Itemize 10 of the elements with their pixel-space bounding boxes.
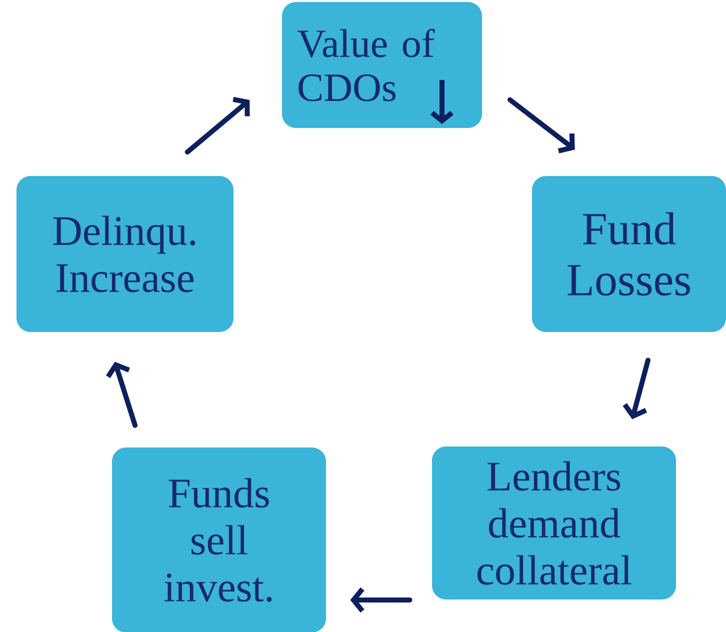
process-box: Fund Losses [532,176,726,332]
arrow [350,587,412,613]
arrow [184,96,250,155]
arrow [622,358,650,420]
arrow [106,362,138,428]
arrow [507,97,575,154]
process-box: Delinqu. Increase [16,176,234,332]
process-box: Lenders demand collateral [432,446,676,600]
process-box: Value of CDOs [282,2,482,128]
process-box: Funds sell invest. [112,448,326,632]
